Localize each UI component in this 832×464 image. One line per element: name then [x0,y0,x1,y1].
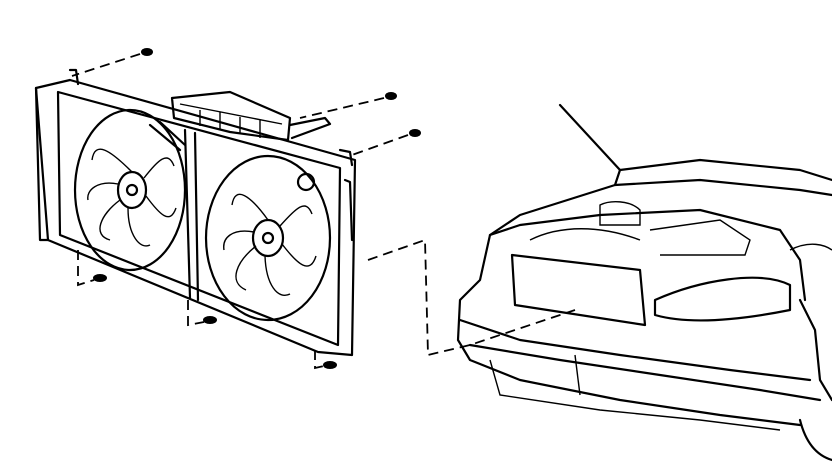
vehicle-front [456,103,832,462]
bolts [93,48,421,369]
leader-lines [71,53,576,370]
bolt-icon [93,274,107,282]
bolt-icon [385,92,397,100]
bolt-icon [409,129,421,137]
bolt-icon [203,316,217,324]
left-fan [73,108,187,272]
bolt-icon [141,48,153,56]
right-fan [204,154,332,322]
fan-shroud [34,68,357,357]
bolt-icon [323,361,337,369]
fan-relay-housing [170,90,332,142]
